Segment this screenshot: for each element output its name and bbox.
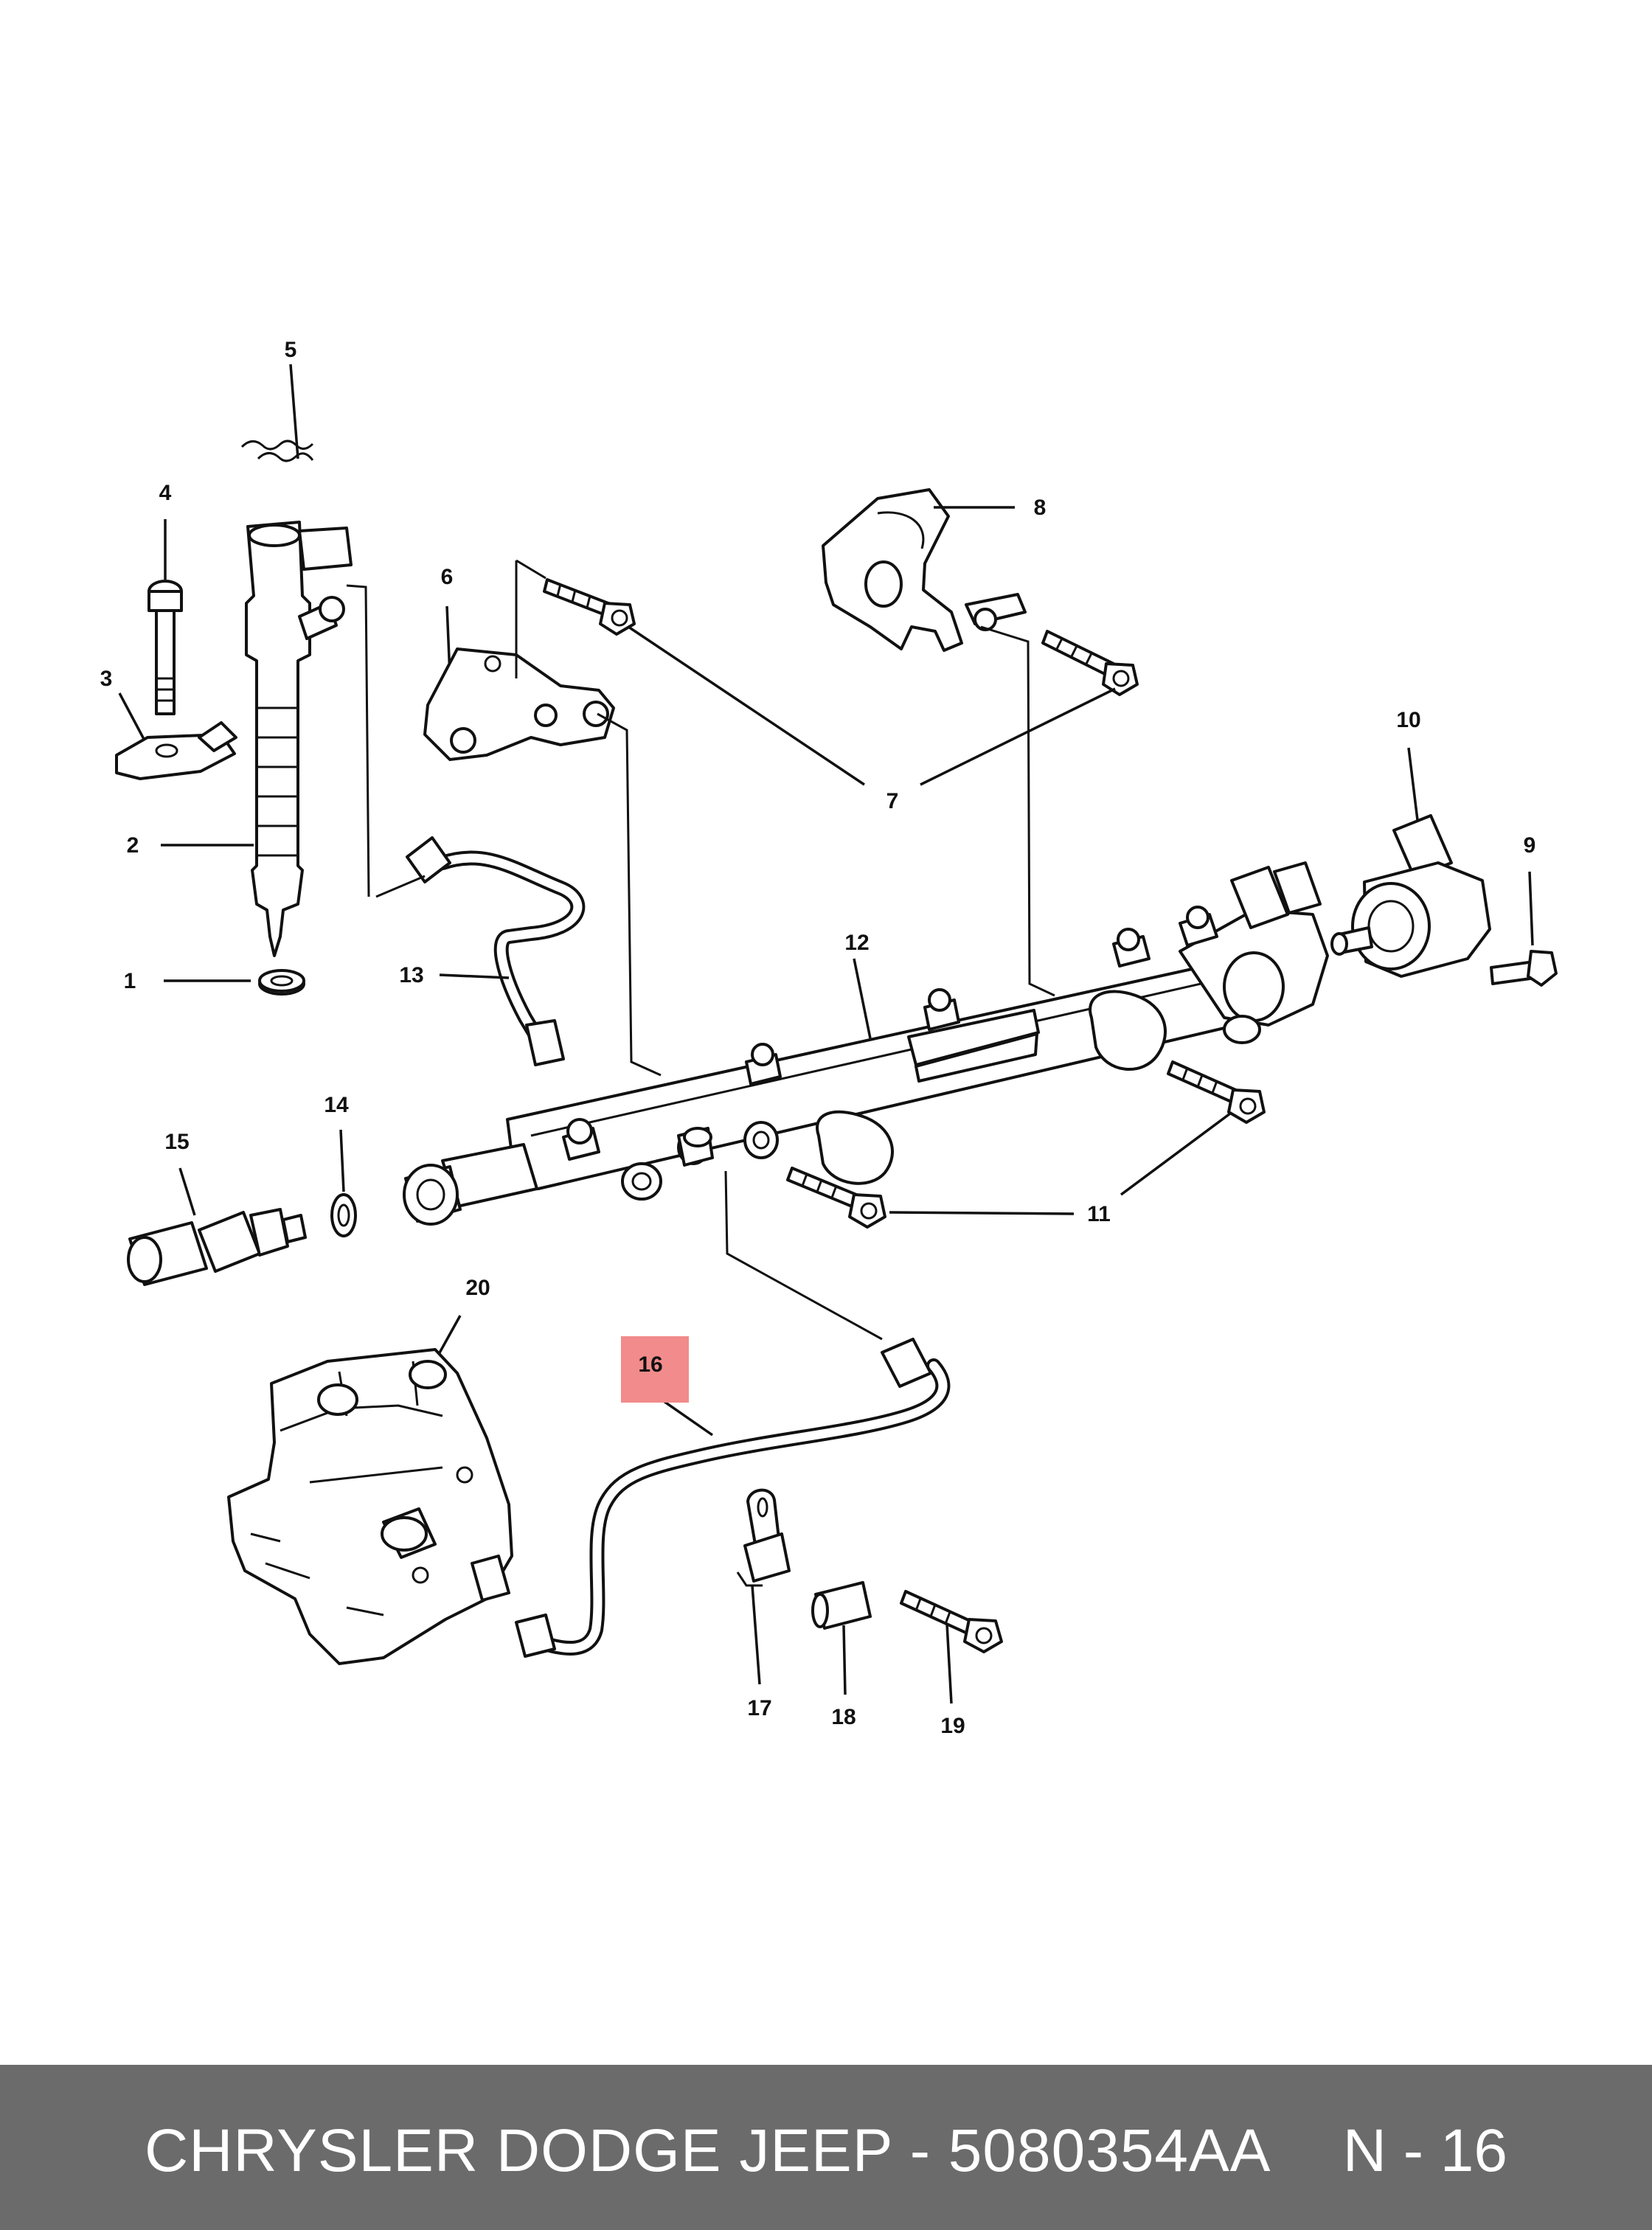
part-16-fuel-line (515, 1127, 951, 1658)
part-20-pump (227, 1315, 513, 1665)
footer-title: CHRYSLER DODGE JEEP - 5080354AA (145, 2117, 1271, 2184)
part-9-bolt (1490, 871, 1558, 987)
part-14-washer (330, 1129, 357, 1237)
callout-12: 12 (844, 931, 869, 955)
part-7-bolts (543, 578, 1139, 786)
callout-20: 20 (465, 1276, 490, 1300)
callout-17: 17 (747, 1696, 771, 1720)
part-8-bracket (822, 488, 1055, 997)
callout-14: 14 (324, 1093, 349, 1117)
callout-11: 11 (1087, 1202, 1111, 1226)
callout-5: 5 (285, 338, 297, 362)
highlight-box-16 (621, 1336, 689, 1403)
callout-19: 19 (940, 1714, 965, 1738)
callout-7: 7 (886, 789, 899, 813)
callout-15: 15 (164, 1130, 189, 1154)
part-13-injector-line (346, 584, 586, 1066)
part-3-clamp (115, 692, 237, 780)
part-19-bolt (900, 1590, 1003, 1704)
footer-reference: N - 16 (1342, 2117, 1507, 2184)
part-6-bracket (423, 559, 662, 1077)
footer-bar: CHRYSLER DODGE JEEP - 5080354AA N - 16 (0, 2065, 1652, 2230)
callout-13: 13 (399, 963, 423, 987)
part-5-clip (240, 364, 314, 462)
callout-3: 3 (100, 667, 113, 691)
part-1-washer (164, 969, 305, 996)
callout-8: 8 (1034, 496, 1047, 520)
callout-2: 2 (127, 833, 139, 858)
part-11-bolts (786, 1060, 1266, 1229)
part-2-injector (161, 521, 353, 957)
callout-10: 10 (1396, 708, 1420, 732)
callout-9: 9 (1524, 833, 1536, 858)
part-15-sensor (127, 1167, 307, 1286)
part-4-bolt (148, 519, 183, 715)
part-18-clip (811, 1581, 872, 1695)
callout-4: 4 (159, 481, 172, 505)
callout-16: 16 (638, 1352, 662, 1377)
part-10-regulator (1330, 747, 1491, 978)
callout-18: 18 (831, 1705, 856, 1729)
parts-diagram: 1 2 3 4 5 6 7 8 9 10 11 12 13 14 15 16 1… (100, 338, 1558, 1738)
callout-1: 1 (124, 969, 136, 993)
callout-6: 6 (441, 565, 454, 589)
part-17-clip (736, 1488, 791, 1685)
